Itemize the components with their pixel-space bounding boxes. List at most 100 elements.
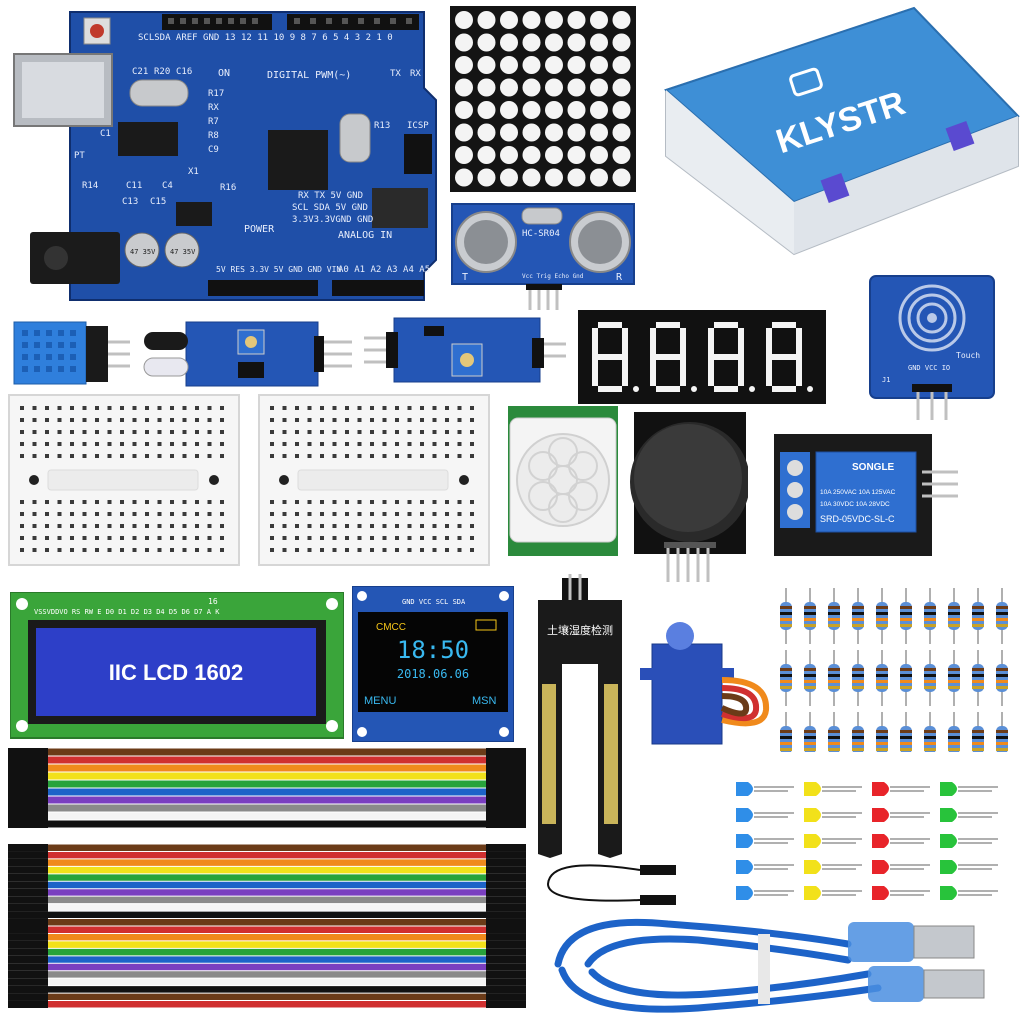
relay-module: SONGLE 10A 250VAC 10A 125VAC 10A 30VDC 1…: [772, 432, 960, 560]
matrix-dot: [545, 11, 563, 29]
matrix-dot: [590, 146, 608, 164]
matrix-dot: [500, 78, 518, 97]
led: [940, 860, 998, 874]
sg90-servo-motor: [638, 620, 770, 750]
matrix-dot: [477, 56, 496, 74]
resistor: [948, 712, 960, 752]
led: [804, 834, 862, 848]
matrix-dot: [612, 168, 631, 187]
led: [940, 886, 998, 900]
matrix-dot: [477, 33, 496, 52]
resistor-set: [774, 584, 1014, 752]
resistor: [972, 650, 984, 706]
matrix-dot: [545, 78, 563, 97]
arduino-label-c1: C1: [100, 129, 111, 139]
matrix-dot: [522, 11, 541, 29]
lcd-1602-module: IIC LCD 1602 VSSVDDVO RS RW E D0 D1 D2 D…: [10, 592, 344, 740]
arduino-power-header: RX TX 5V GND: [298, 191, 363, 201]
pir-motion-sensor: [506, 404, 620, 558]
arduino-digital-label: DIGITAL PWM(~): [267, 70, 351, 81]
arduino-label-c4: C4: [162, 181, 173, 191]
matrix-dot: [545, 56, 563, 74]
jumper-wire: [8, 858, 526, 867]
led: [872, 886, 930, 900]
ultrasonic-t-label: T: [462, 272, 468, 283]
jumper-wire: [8, 1000, 526, 1008]
matrix-dot: [455, 78, 473, 97]
led: [804, 782, 862, 796]
matrix-dot: [522, 78, 541, 97]
matrix-dot: [522, 101, 541, 119]
seven-segment-digit: [708, 322, 755, 392]
matrix-dot: [590, 123, 608, 142]
resistor: [804, 588, 816, 644]
jumper-wire: [8, 985, 526, 994]
jumper-wire: [8, 866, 526, 874]
matrix-dot: [455, 123, 473, 142]
matrix-dot: [590, 101, 608, 119]
arduino-label-c11: C11: [126, 181, 142, 191]
matrix-dot: [455, 168, 473, 187]
matrix-dot: [612, 33, 631, 52]
matrix-dot: [500, 168, 518, 187]
resistor: [780, 588, 792, 644]
matrix-dot: [590, 11, 608, 29]
oled-date-label: 2018.06.06: [397, 667, 469, 681]
led: [736, 834, 794, 848]
matrix-dot: [612, 78, 631, 97]
resistor: [780, 712, 792, 752]
oled-carrier-label: CMCC: [376, 622, 406, 633]
matrix-dot: [545, 146, 563, 164]
relay-spec1-label: 10A 250VAC 10A 125VAC: [820, 489, 896, 496]
resistor: [828, 650, 840, 706]
jumper-wire: [8, 764, 526, 772]
matrix-dot: [567, 146, 586, 164]
arduino-label-r7: R7: [208, 117, 219, 127]
led: [736, 782, 794, 796]
matrix-dot: [567, 33, 586, 52]
resistor: [900, 588, 912, 644]
touch-sensor-module: Touch GND VCC IO J1: [868, 274, 996, 422]
resistor: [924, 650, 936, 706]
arduino-cap1-label: 47 35V: [130, 248, 156, 256]
ultrasonic-sensor-module: HC-SR04 T R Vcc Trig Echo Gnd: [450, 200, 636, 312]
dht-temperature-sensor: [12, 320, 132, 388]
arduino-label-c21: C21: [132, 67, 148, 77]
jumper-wire: [8, 911, 526, 919]
relay-spec2-label: 10A 30VDC 10A 28VDC: [820, 501, 890, 508]
mini-breadboard-left: [8, 394, 240, 566]
arduino-icsp-label: ICSP: [407, 121, 429, 131]
matrix-dot: [567, 56, 586, 74]
led: [736, 860, 794, 874]
arduino-cap2-label: 47 35V: [170, 248, 196, 256]
jumper-wire: [8, 881, 526, 889]
oled-pins-label: GND VCC SCL SDA: [402, 598, 466, 606]
relay-brand-label: SONGLE: [852, 462, 895, 473]
arduino-label-c13: C13: [122, 197, 138, 207]
matrix-dot: [477, 123, 496, 142]
touch-j1-label: J1: [882, 376, 890, 384]
resistor: [948, 588, 960, 644]
jumper-wire: [8, 963, 526, 971]
seven-segment-digit: [650, 322, 697, 392]
soil-moisture-sensor: 土壤湿度检测: [534, 574, 626, 860]
resistor: [996, 588, 1008, 644]
resistor: [948, 650, 960, 706]
matrix-dot: [567, 168, 586, 187]
ultrasonic-pins-label: Vcc Trig Echo Gnd: [522, 273, 584, 280]
resistor: [804, 650, 816, 706]
jumper-wire: [8, 796, 526, 804]
matrix-dot: [545, 168, 563, 187]
arduino-uno-board: SCLSDA AREF GND 13 12 11 10 9 8 7 6 5 4 …: [12, 10, 437, 302]
ir-obstacle-sensor: [142, 318, 354, 390]
arduino-label-r14: R14: [82, 181, 98, 191]
led-set: [730, 776, 1006, 910]
matrix-dot: [545, 101, 563, 119]
arduino-power-label: POWER: [244, 224, 275, 235]
arduino-label-c15: C15: [150, 197, 166, 207]
oled-msn-label: MSN: [472, 695, 497, 707]
arduino-analog-label: ANALOG IN: [338, 230, 392, 241]
arduino-power-header2: SCL SDA 5V GND: [292, 203, 368, 213]
resistor: [828, 712, 840, 752]
matrix-dot: [500, 146, 518, 164]
